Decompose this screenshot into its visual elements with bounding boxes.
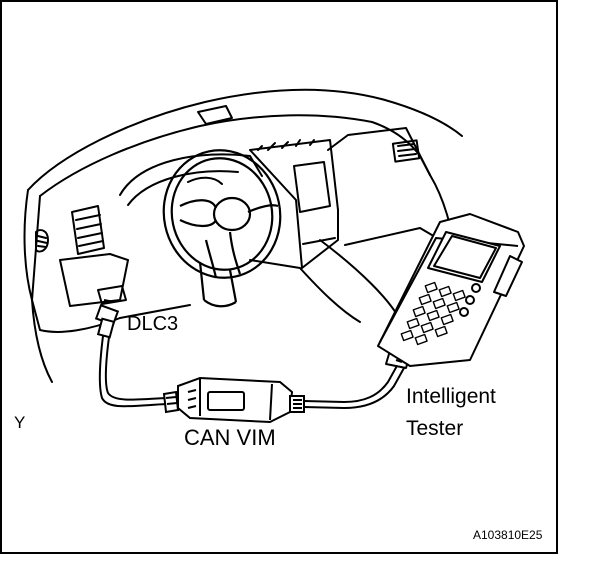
dlc3-connector-icon bbox=[94, 299, 120, 339]
figure-border bbox=[0, 0, 558, 554]
can-vim-label: CAN VIM bbox=[184, 425, 276, 450]
dlc3-label: DLC3 bbox=[127, 313, 179, 335]
can-vim-module-icon bbox=[162, 376, 305, 424]
corner-mark: Y bbox=[14, 413, 26, 432]
tester-label-line2: Tester bbox=[406, 417, 464, 440]
figure-id: A103810E25 bbox=[473, 528, 543, 542]
steering-wheel-icon bbox=[162, 149, 282, 308]
cable-dlc3-to-vim bbox=[98, 335, 167, 408]
tester-label-line1: Intelligent bbox=[406, 385, 496, 408]
handheld-tester-icon bbox=[377, 213, 525, 369]
cable-vim-to-tester bbox=[303, 363, 405, 410]
